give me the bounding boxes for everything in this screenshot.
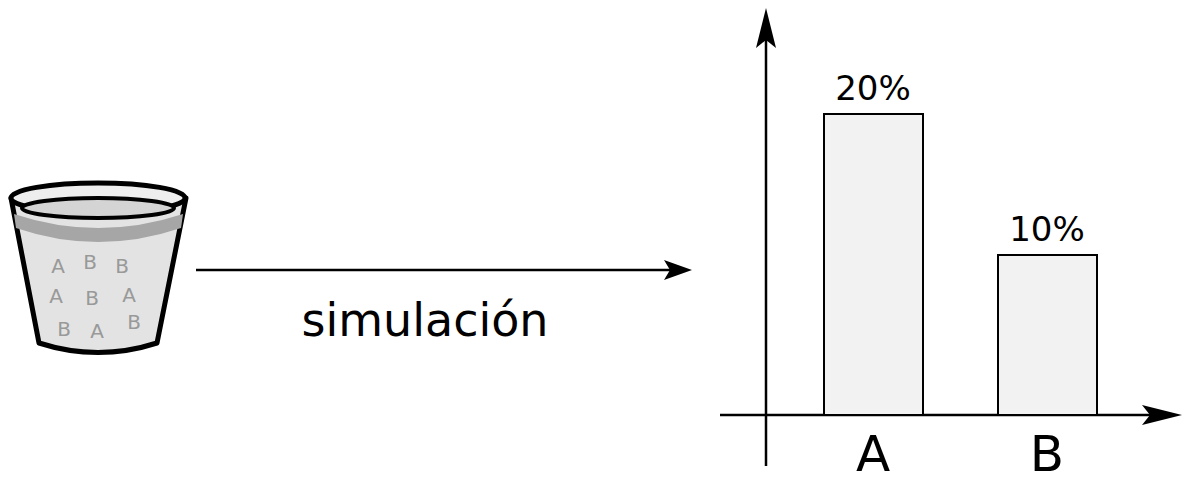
- bucket-letter: A: [122, 285, 136, 305]
- x-axis-head: [1142, 405, 1182, 425]
- y-axis-head: [756, 8, 776, 48]
- simulation-arrow: [196, 269, 672, 272]
- bar-value: 10%: [1009, 212, 1085, 246]
- axis-category: A: [856, 429, 890, 479]
- axis-category: B: [1030, 429, 1064, 479]
- bucket-letter: B: [127, 312, 141, 332]
- bucket-letter: A: [49, 286, 63, 306]
- y-axis: [765, 30, 768, 466]
- arrow-head: [664, 260, 692, 280]
- bucket-letter: A: [51, 256, 65, 276]
- bucket-letter: B: [115, 256, 129, 276]
- bucket: ABBABABAB: [8, 180, 192, 352]
- bucket-letter: A: [90, 321, 104, 341]
- chart-bar: 10%: [997, 254, 1098, 416]
- bucket-letter: B: [83, 252, 97, 272]
- arrow-label: simulación: [301, 297, 548, 343]
- chart-bar: 20%: [823, 113, 924, 416]
- bucket-letter: B: [85, 288, 99, 308]
- bucket-letter: B: [57, 319, 71, 339]
- bar-value: 20%: [835, 71, 911, 105]
